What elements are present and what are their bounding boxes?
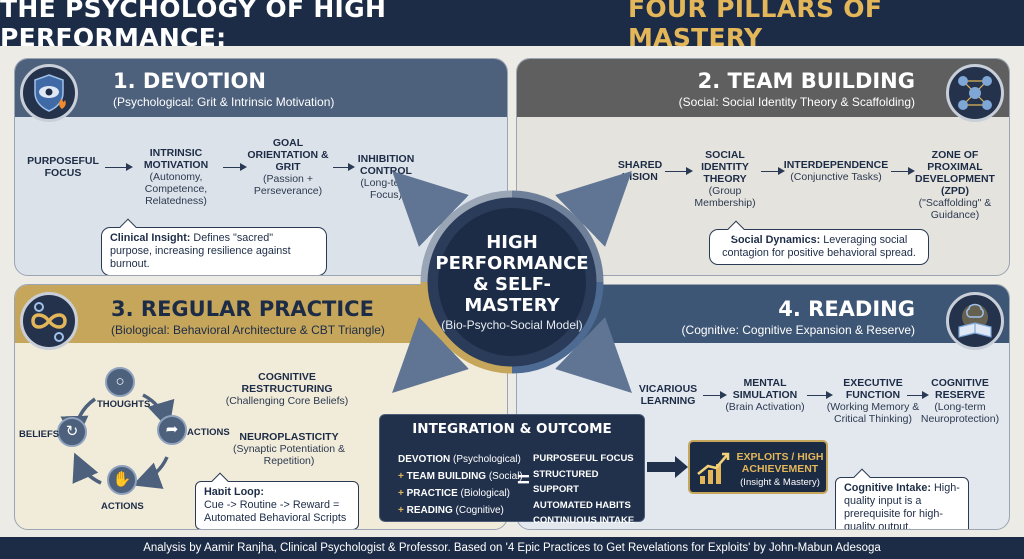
clinical-insight-callout: Clinical Insight: Defines "sacred" purpo…: [101, 218, 327, 275]
integration-input-row: + TEAM BUILDING (Social): [398, 471, 523, 482]
pillar-devotion-panel: 1. DEVOTION (Psychological: Grit & Intri…: [14, 58, 508, 276]
eye-shield-flame-icon: [20, 64, 78, 122]
node-cognitive-restructuring: COGNITIVE RESTRUCTURING (Challenging Cor…: [225, 371, 349, 407]
node-social-identity-theory: SOCIAL IDENTITY THEORY (Group Membership…: [694, 149, 756, 209]
center-hub-graphic: [392, 171, 632, 393]
exploits-box: EXPLOITS / HIGH ACHIEVEMENT (Insight & M…: [688, 440, 828, 494]
thoughts-icon: ○: [105, 367, 135, 397]
pillar-regular-practice-title: 3. REGULAR PRACTICE: [111, 297, 374, 321]
center-subtitle: (Bio-Psycho-Social Model): [441, 318, 583, 332]
footer-credit: Analysis by Aamir Ranjha, Clinical Psych…: [0, 537, 1024, 559]
equals-sign: =: [517, 467, 530, 492]
integration-output-item: PURPOSEFUL FOCUS: [533, 453, 634, 464]
integration-input-row: DEVOTION (Psychological): [398, 454, 521, 465]
integration-outputs: PURPOSEFUL FOCUS STRUCTURED SUPPORT AUTO…: [533, 451, 644, 529]
cycle-label-thoughts: THOUGHTS: [97, 399, 151, 410]
integration-input-row: + PRACTICE (Biological): [398, 488, 510, 499]
node-purposeful-focus: PURPOSEFUL FOCUS: [27, 155, 99, 179]
node-intrinsic-motivation: INTRINSIC MOTIVATION (Autonomy, Competen…: [143, 147, 209, 207]
book-brain-icon: [946, 292, 1004, 350]
title-main: THE PSYCHOLOGY OF HIGH PERFORMANCE:: [0, 0, 387, 52]
cycle-label-actions: ACTIONS: [187, 427, 230, 438]
integration-output-item: STRUCTURED SUPPORT: [533, 468, 599, 496]
integration-title: INTEGRATION & OUTCOME: [412, 421, 612, 437]
center-hub-text: HIGH PERFORMANCE & SELF-MASTERY (Bio-Psy…: [432, 232, 592, 332]
pillar-team-building-header: [517, 59, 1009, 117]
node-interdependence: INTERDEPENDENCE (Conjunctive Tasks): [783, 159, 889, 183]
pillar-team-building-title: 2. TEAM BUILDING: [697, 69, 915, 93]
exploits-subtitle: (Insight & Mastery): [740, 477, 820, 488]
node-cognitive-reserve: COGNITIVE RESERVE (Long-term Neuroprotec…: [920, 377, 1000, 425]
pillar-reading-title: 4. READING: [778, 297, 915, 321]
exploits-title: EXPLOITS / HIGH ACHIEVEMENT: [736, 451, 824, 475]
pillar-reading-subtitle: (Cognitive: Cognitive Expansion & Reserv…: [681, 323, 915, 337]
flow-arrow: [761, 167, 785, 175]
integration-output-item: AUTOMATED HABITS: [533, 499, 631, 511]
node-vicarious-learning: VICARIOUS LEARNING: [638, 383, 698, 407]
pillar-devotion-subtitle: (Psychological: Grit & Intrinsic Motivat…: [113, 95, 335, 109]
flow-arrow: [891, 167, 915, 175]
pillar-regular-practice-panel: 3. REGULAR PRACTICE (Biological: Behavio…: [14, 284, 508, 530]
integration-inputs: DEVOTION (Psychological) + TEAM BUILDING…: [398, 451, 523, 519]
integration-output-item: CONTINUOUS INTAKE: [533, 515, 635, 526]
flow-arrow: [105, 163, 133, 171]
node-neuroplasticity: NEUROPLASTICITY (Synaptic Potentiation &…: [232, 431, 346, 467]
social-dynamics-callout: Social Dynamics: Leveraging social conta…: [709, 220, 929, 265]
page-title: THE PSYCHOLOGY OF HIGH PERFORMANCE: FOUR…: [0, 0, 1024, 52]
integration-input-row: + READING (Cognitive): [398, 505, 504, 516]
pillar-team-building-subtitle: (Social: Social Identity Theory & Scaffo…: [678, 95, 915, 109]
flow-arrow: [907, 391, 929, 399]
flow-arrow: [333, 163, 355, 171]
cycle-label-actions-bottom: ACTIONS: [101, 501, 144, 512]
node-executive-function: EXECUTIVE FUNCTION (Working Memory & Cri…: [826, 377, 920, 425]
node-zpd: ZONE OF PROXIMAL DEVELOPMENT (ZPD) ("Sca…: [915, 149, 995, 221]
cognitive-intake-callout: Cognitive Intake: High-quality input is …: [835, 468, 969, 529]
node-mental-simulation: MENTAL SIMULATION (Brain Activation): [725, 377, 805, 413]
habit-loop-callout: Habit Loop: Cue -> Routine -> Reward = A…: [195, 472, 359, 529]
pillar-devotion-title: 1. DEVOTION: [113, 69, 266, 93]
beliefs-icon: ↻: [57, 417, 87, 447]
integration-outcome-box: INTEGRATION & OUTCOME DEVOTION (Psycholo…: [379, 414, 645, 526]
cycle-label-beliefs: BELIEFS: [19, 429, 60, 440]
hand-icon: ✋: [107, 465, 137, 495]
flow-arrow: [703, 391, 727, 399]
node-goal-orientation: GOAL ORIENTATION & GRIT (Passion + Perse…: [247, 137, 329, 197]
infinity-gears-icon: [20, 292, 78, 350]
pillar-regular-practice-subtitle: (Biological: Behavioral Architecture & C…: [111, 323, 385, 337]
outcome-arrow: [647, 456, 688, 478]
title-highlight: FOUR PILLARS OF MASTERY: [628, 0, 883, 52]
actions-icon: ➦: [157, 415, 187, 445]
trophy-chart-icon: [697, 452, 730, 484]
flow-arrow: [807, 391, 833, 399]
network-people-icon: [946, 64, 1004, 122]
center-title: HIGH PERFORMANCE & SELF-MASTERY: [435, 232, 589, 316]
pillar-devotion-header: [15, 59, 507, 117]
flow-arrow: [665, 167, 693, 175]
flow-arrow: [223, 163, 247, 171]
